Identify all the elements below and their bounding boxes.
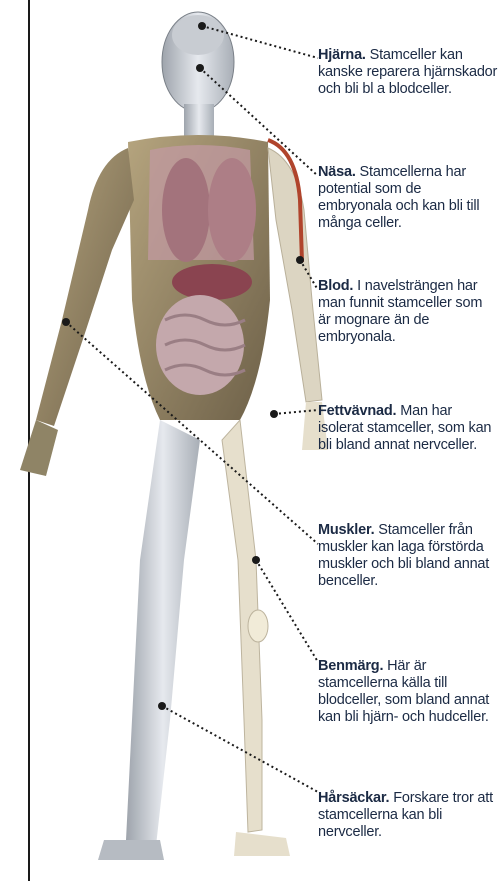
label-harsackar: Hårsäckar. Forskare tror att stamcellern… <box>318 790 498 841</box>
label-blod: Blod. I navelsträngen har man funnit sta… <box>318 278 498 346</box>
label-muskler-title: Muskler. <box>318 522 374 538</box>
dot-hjarna <box>198 22 206 30</box>
dot-blod <box>296 256 304 264</box>
label-nasa: Näsa. Stamcellerna har potential som de … <box>318 164 498 232</box>
label-hjarna-title: Hjärna. <box>318 47 366 63</box>
label-benmarg-title: Benmärg. <box>318 658 383 674</box>
label-harsackar-title: Hårsäckar. <box>318 790 389 806</box>
dot-harsackar <box>158 702 166 710</box>
torso <box>128 135 270 420</box>
label-blod-title: Blod. <box>318 278 353 294</box>
label-fettvavnad: Fettvävnad. Man har isolerat stamceller,… <box>318 403 498 454</box>
label-hjarna: Hjärna. Stamceller kan kanske reparera h… <box>318 47 498 98</box>
label-benmarg: Benmärg. Här är stamcellerna källa till … <box>318 658 498 726</box>
label-fettvavnad-title: Fettvävnad. <box>318 403 396 419</box>
label-nasa-title: Näsa. <box>318 164 356 180</box>
dot-nasa <box>196 64 204 72</box>
legs <box>98 420 290 860</box>
dot-fettvavnad <box>270 410 278 418</box>
dot-muskler <box>62 318 70 326</box>
label-muskler: Muskler. Stamceller från muskler kan lag… <box>318 522 498 590</box>
dot-benmarg <box>252 556 260 564</box>
